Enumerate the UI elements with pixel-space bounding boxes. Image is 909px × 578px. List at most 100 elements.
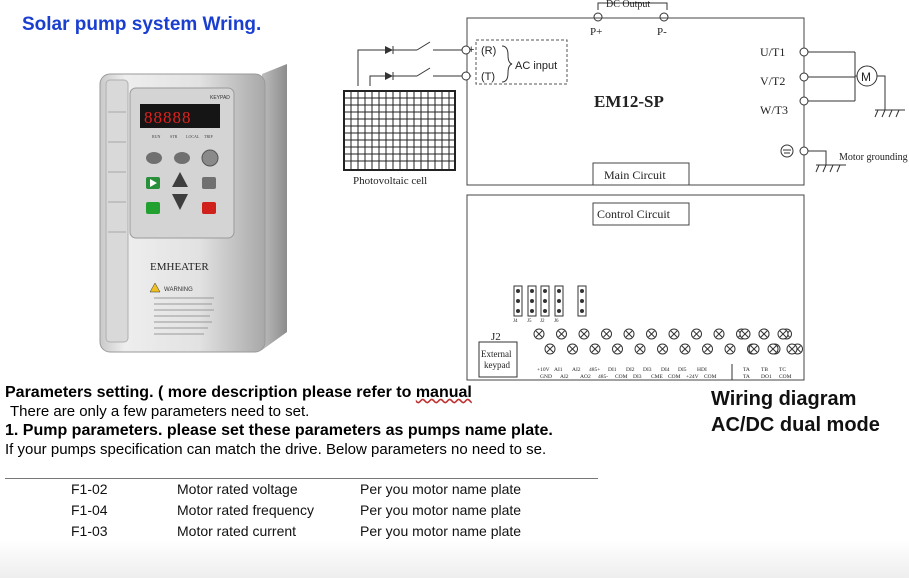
warning-title: WARNING [164, 287, 193, 293]
output-v-label: V/T2 [760, 74, 785, 88]
page-title: Solar pump system Wring. [22, 14, 262, 35]
terminal-screw-icon [657, 343, 668, 355]
key-label-run: RUN [152, 134, 161, 139]
terminal-screw-icon [578, 328, 590, 340]
terminal-label: DI3 [633, 374, 642, 380]
table-divider [5, 478, 598, 479]
terminal-screw-icon [748, 343, 760, 355]
param-name: Motor rated voltage [177, 481, 298, 497]
terminal-screw-icon [713, 328, 725, 340]
terminal-screw-icon [612, 343, 623, 355]
terminal-label: COM [668, 374, 681, 380]
param-code: F1-03 [71, 523, 108, 539]
p-plus-terminal [593, 12, 603, 22]
r-terminal-label: (R) [481, 45, 496, 57]
terminal-screw-icon [767, 343, 779, 355]
param-name: Motor rated current [177, 523, 297, 539]
param-code: F1-02 [71, 481, 108, 497]
p-minus-label: P- [657, 26, 667, 38]
param-desc: Per you motor name plate [360, 502, 522, 518]
jumper-label: J5 [527, 319, 532, 324]
wiring-diagram-title: Wiring diagram AC/DC dual mode [711, 386, 880, 438]
knob-icon [201, 149, 219, 167]
terminal-screw-icon [691, 328, 702, 340]
pump-parameters-heading: 1. Pump parameters. please set these par… [5, 422, 553, 439]
jumper-label: J4 [513, 319, 518, 324]
diode-icon [385, 46, 393, 54]
terminal-label: AI2 [572, 367, 581, 373]
control-terminal-strip [533, 328, 803, 355]
jumper-label: J6 [554, 319, 559, 324]
jumper-label: J2 [540, 319, 545, 324]
motor-symbol: M [861, 70, 871, 84]
keypad-label: KEYPAD [210, 95, 230, 101]
control-circuit-label: Control Circuit [597, 207, 671, 221]
down-arrow-key-icon [172, 194, 188, 210]
manual-word: manual [415, 384, 472, 401]
terminal-label: TB [761, 367, 768, 373]
photovoltaic-panel-icon [343, 90, 456, 171]
switch-icon [416, 41, 431, 51]
p-plus-label: P+ [590, 26, 602, 38]
t-terminal [461, 71, 471, 81]
terminal-label: AO2 [580, 374, 591, 380]
dc-output-label: DC Output [606, 0, 650, 10]
terminal-screw-icon [567, 343, 578, 355]
terminal-label: COM [704, 374, 717, 380]
terminal-label: AI2 [560, 374, 569, 380]
parameters-note: If your pumps specification can match th… [5, 441, 547, 458]
led-display: 88888 [144, 108, 192, 127]
terminal-screw-icon [777, 328, 789, 340]
output-w-label: W/T3 [760, 103, 788, 117]
terminal-label: DI2 [626, 367, 635, 373]
jumper-block [513, 285, 587, 317]
mf-key-icon [174, 152, 190, 164]
terminal-screw-icon [623, 328, 635, 340]
pv-cell-label: Photovoltaic cell [353, 175, 427, 187]
terminal-label: CME [651, 374, 664, 380]
terminal-screw-icon [646, 328, 657, 340]
terminal-label: DI1 [608, 367, 617, 373]
terminal-screw-icon [786, 343, 798, 355]
terminal-screw-icon [544, 343, 556, 355]
table-row: F1-03 Motor rated current Per you motor … [0, 522, 600, 543]
key-label-local: LOCAL [186, 134, 200, 139]
param-desc: Per you motor name plate [360, 523, 522, 539]
footer-shade [0, 540, 909, 578]
terminal-label: 485- [598, 374, 608, 380]
prg-key-icon [146, 152, 162, 164]
parameter-table: F1-02 Motor rated voltage Per you motor … [0, 480, 600, 543]
shift-key-icon [202, 177, 216, 189]
parameters-section: Parameters setting. ( more description p… [5, 383, 605, 459]
warning-triangle-icon [149, 282, 161, 293]
terminal-label: DI4 [661, 367, 670, 373]
r-terminal [461, 45, 471, 55]
terminal-screw-icon [533, 328, 545, 340]
parameters-intro: There are only a few parameters need to … [10, 403, 310, 420]
terminal-label: DI5 [678, 367, 687, 373]
main-circuit-label: Main Circuit [604, 168, 666, 182]
brand-label: EMHEATER [150, 261, 209, 273]
terminal-label: HDI [697, 367, 707, 373]
terminal-screw-icon [601, 328, 612, 340]
ground-icon [874, 109, 905, 118]
terminal-screw-icon [739, 328, 751, 340]
terminal-screw-icon [634, 343, 646, 355]
table-row: F1-02 Motor rated voltage Per you motor … [0, 480, 600, 501]
terminal-label: TC [779, 367, 786, 373]
diode-icon [385, 72, 393, 80]
w-terminal [799, 96, 809, 106]
param-code: F1-04 [71, 502, 108, 518]
key-label-str: STR [170, 134, 178, 139]
terminal-label: TA [743, 367, 750, 373]
ground-terminal-icon [780, 144, 794, 158]
terminal-screw-icon [724, 343, 736, 355]
param-name: Motor rated frequency [177, 502, 314, 518]
terminal-label: DI3 [643, 367, 652, 373]
terminal-screw-icon [702, 343, 713, 355]
v-terminal [799, 72, 809, 82]
terminal-label: +24V [686, 374, 699, 380]
terminal-label: DO1 [761, 374, 772, 380]
switch-icon [416, 67, 431, 77]
